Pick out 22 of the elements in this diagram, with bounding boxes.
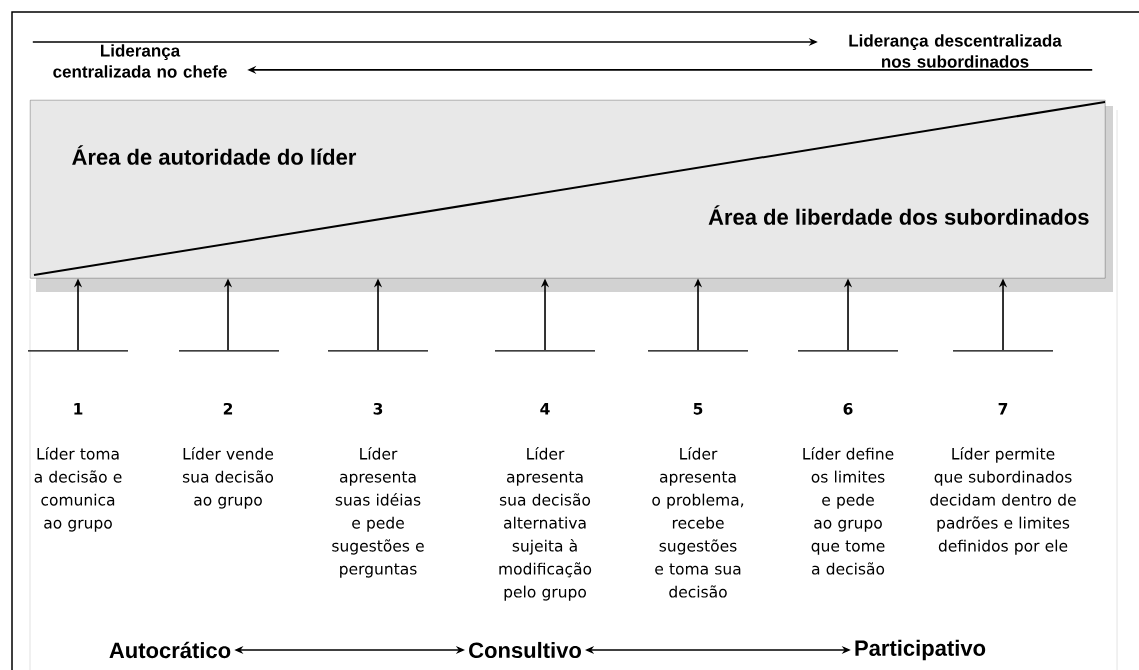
step-description: Líder permite que subordinados decidam dentro de padrões e limites definidos por ele [930,447,1076,555]
step-description: Líder apresenta suas idéias e pede sugestões e perguntas [332,447,424,578]
step-number: 4 [540,403,550,415]
area-box [30,100,1113,292]
area-label: Área de autoridade do líder [72,145,357,165]
step-number: 7 [998,403,1008,415]
heading-text: Liderança centralizada no chefe [53,44,227,78]
step-number: 1 [74,403,83,415]
style-label: Autocrático [109,641,231,659]
step-description: Líder apresenta o problema, recebe sugestões e toma sua decisão [652,447,744,598]
style-label: Participativo [855,639,986,661]
step-number: 2 [223,402,233,415]
style-label: Consultivo [469,641,581,659]
step-description: Líder define os limites e pede ao grupo que tome a decisão [803,447,894,575]
step-number: 3 [373,402,383,415]
step-description: Líder apresenta sua decisão alternativa sujeita à modificação pelo grupo [499,447,592,601]
area-label: Área de liberdade dos subordinados [708,205,1089,225]
step-number: 5 [693,403,703,415]
heading-text: Liderança descentralizada nos subordinados [849,34,1062,68]
step-number: 6 [843,402,853,415]
step-description: Líder toma a decisão e comunica ao grupo [34,447,122,532]
step-description: Líder vende sua decisão ao grupo [182,447,274,509]
